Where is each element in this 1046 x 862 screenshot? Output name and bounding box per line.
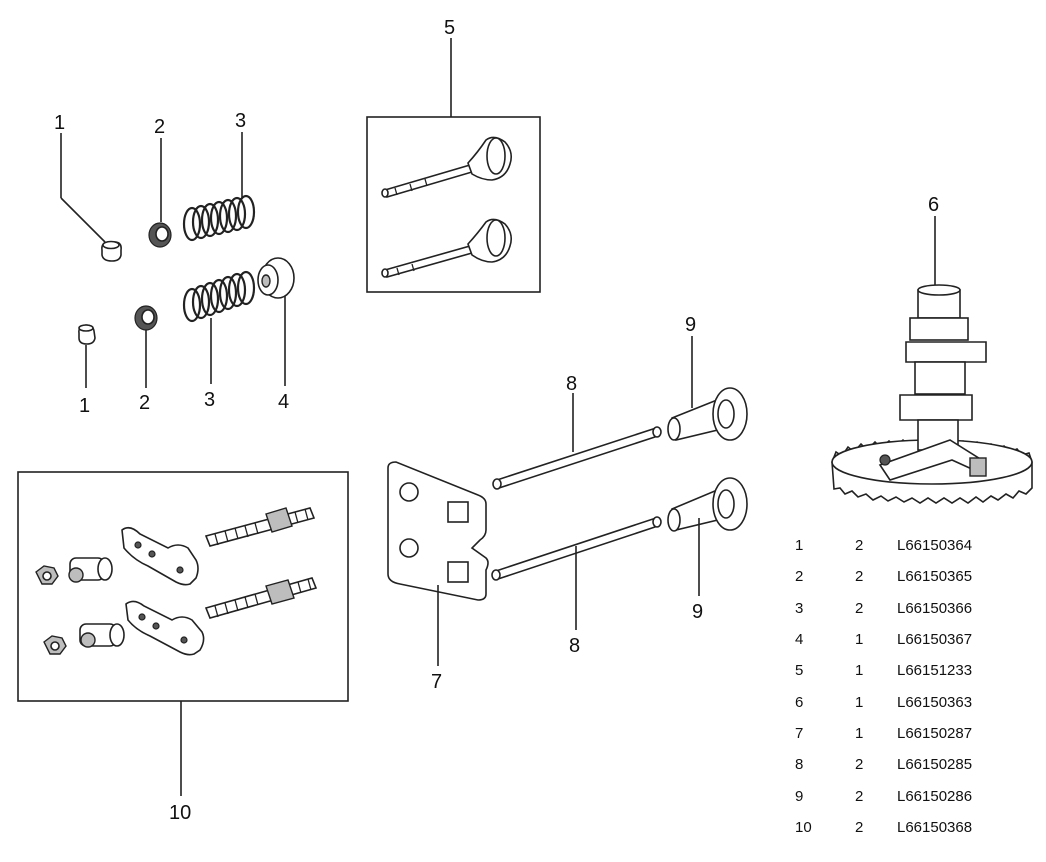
part-5-box [366,116,541,293]
part-10-nut-lower [43,635,67,655]
qty-cell: 2 [855,756,864,774]
callout-4: 4 [278,391,289,413]
part-10-sleeve-lower [79,623,125,648]
callout-3b: 3 [204,389,215,411]
table-row: 8 2 L66150285 [785,749,1007,780]
part-number-cell: L66150285 [897,756,973,774]
ref-cell: 6 [795,693,804,711]
qty-cell: 2 [855,537,864,555]
ref-cell: 9 [795,787,804,805]
qty-cell: 1 [855,662,864,680]
ref-cell: 10 [795,818,812,836]
qty-cell: 2 [855,787,864,805]
ref-cell: 8 [795,756,804,774]
qty-cell: 1 [855,631,864,649]
callout-6: 6 [928,194,939,216]
ref-cell: 4 [795,631,804,649]
part-9-tappet-lower [667,477,748,532]
part-number-cell: L66150368 [897,818,973,836]
table-row: 2 2 L66150365 [785,561,1007,592]
ref-cell: 1 [795,537,804,555]
part-10-rocker-upper [121,526,199,586]
part-1-collet-upper [101,240,122,262]
qty-cell: 1 [855,693,864,711]
part-1-collet-lower [78,324,96,345]
part-number-cell: L66150365 [897,568,973,586]
part-9-tappet-upper [667,387,748,441]
table-row: 5 1 L66151233 [785,655,1007,686]
qty-cell: 2 [855,818,864,836]
part-number-cell: L66150364 [897,537,973,555]
part-10-sleeve-upper [68,557,113,583]
part-5-valve-upper [381,136,512,198]
part-number-cell: L66150367 [897,631,973,649]
table-row: 6 1 L66150363 [785,686,1007,717]
callout-5: 5 [444,17,455,39]
callout-8a: 8 [566,373,577,395]
table-row: 4 1 L66150367 [785,624,1007,655]
part-8-pushrod-upper [492,426,662,490]
ref-cell: 7 [795,724,804,742]
callout-2b: 2 [139,392,150,414]
callout-3a: 3 [235,110,246,132]
part-10-stud-lower [204,577,318,619]
callout-9a: 9 [685,314,696,336]
part-3-spring-lower [182,270,256,323]
qty-cell: 1 [855,724,864,742]
table-row: 3 2 L66150366 [785,593,1007,624]
part-2-retainer-upper [148,222,172,248]
part-2-retainer-lower [134,305,158,331]
part-3-spring-upper [182,194,256,242]
part-number-cell: L66150366 [897,599,973,617]
part-7-plate [387,461,489,601]
ref-cell: 3 [795,599,804,617]
part-5-valve-lower [381,218,512,278]
part-number-cell: L66150286 [897,787,973,805]
callout-8b: 8 [569,635,580,657]
part-number-cell: L66150287 [897,724,973,742]
callout-9b: 9 [692,601,703,623]
ref-cell: 5 [795,662,804,680]
part-number-cell: L66150363 [897,693,973,711]
part-8-pushrod-lower [491,516,662,581]
part-10-nut-upper [35,565,59,585]
leader-1a-diag [60,197,106,243]
table-row: 10 2 L66150368 [785,812,1007,843]
table-row: 7 1 L66150287 [785,718,1007,749]
part-6-camshaft [831,284,1033,504]
callout-7: 7 [431,671,442,693]
part-4-washer [257,257,295,299]
qty-cell: 2 [855,568,864,586]
callout-2a: 2 [154,116,165,138]
ref-cell: 2 [795,568,804,586]
table-row: 1 2 L66150364 [785,530,1007,561]
qty-cell: 2 [855,599,864,617]
part-number-cell: L66151233 [897,662,973,680]
callout-1a: 1 [54,112,65,134]
callout-1b: 1 [79,395,90,417]
table-row: 9 2 L66150286 [785,780,1007,811]
part-10-rocker-lower [125,600,205,656]
callout-10: 10 [169,802,191,824]
part-10-stud-upper [204,507,316,547]
